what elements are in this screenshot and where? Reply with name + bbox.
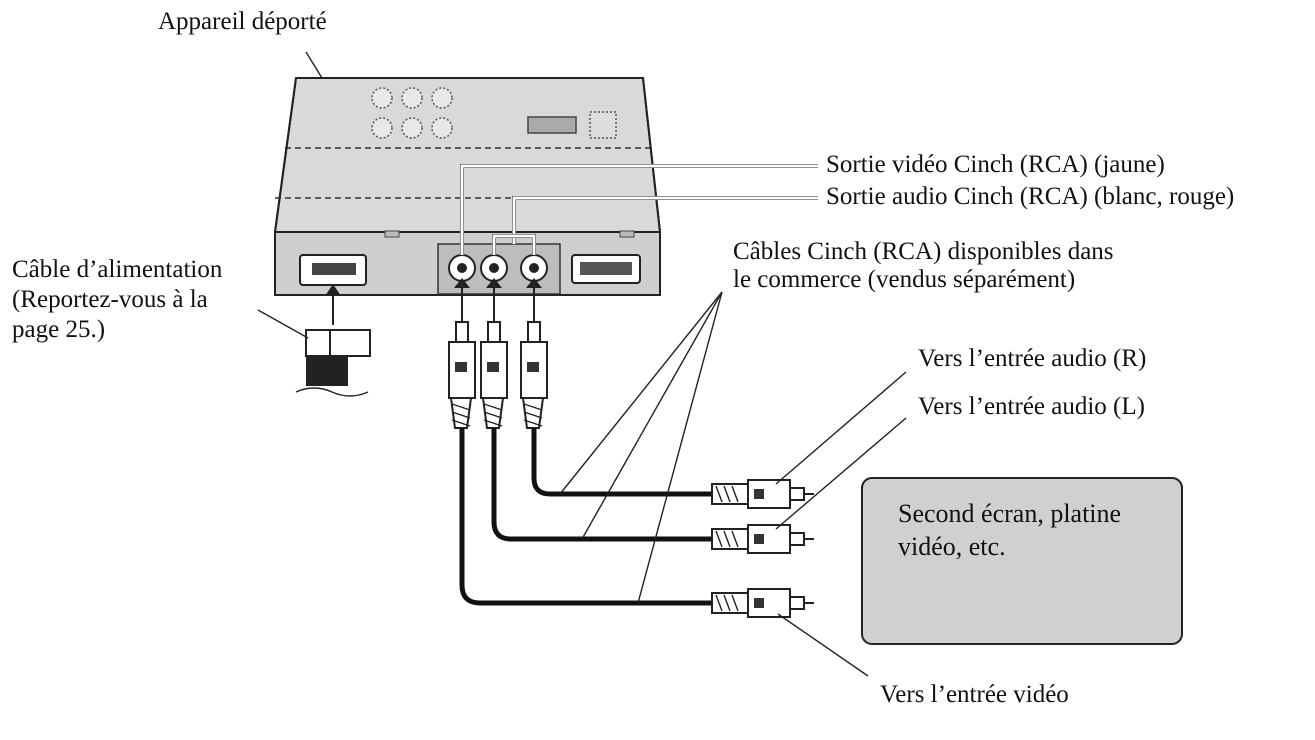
cable-audio-right xyxy=(531,428,712,497)
rca-plug-audio-right xyxy=(520,278,548,429)
label-power-cable-2: (Reportez-vous à la xyxy=(12,286,208,313)
plug-h-video xyxy=(711,588,814,618)
rca-jack-audio-right xyxy=(520,254,548,282)
plug-h-audio-left xyxy=(711,524,814,554)
remote-unit xyxy=(273,77,662,296)
horizontal-plugs xyxy=(711,479,814,618)
label-cinch-cables-2: le commerce (vendus séparément) xyxy=(733,266,1075,293)
rca-cables xyxy=(459,428,712,606)
rca-jack-video xyxy=(448,254,476,282)
label-video-out: Sortie vidéo Cinch (RCA) (jaune) xyxy=(826,151,1165,178)
rca-plug-audio-left xyxy=(480,278,508,429)
label-audio-in-l: Vers l’entrée audio (L) xyxy=(918,393,1145,420)
label-power-cable-3: page 25.) xyxy=(12,316,105,343)
label-audio-in-r: Vers l’entrée audio (R) xyxy=(918,345,1146,372)
rca-jack-audio-left xyxy=(480,254,508,282)
label-remote-unit: Appareil déporté xyxy=(158,8,327,35)
second-screen-box xyxy=(861,477,1183,645)
label-screen-2: vidéo, etc. xyxy=(898,532,1006,561)
label-cinch-cables-1: Câbles Cinch (RCA) disponibles dans xyxy=(733,238,1114,265)
top-square-port xyxy=(589,111,617,139)
cable-video xyxy=(459,428,712,606)
rca-plug-video xyxy=(448,278,476,429)
top-sockets xyxy=(371,87,453,139)
jack-leader-lines xyxy=(460,164,818,255)
label-power-cable-1: Câble d’alimentation xyxy=(12,256,223,283)
top-connector xyxy=(527,116,577,134)
plug-h-audio-right xyxy=(711,479,814,509)
rca-plugs xyxy=(448,278,548,429)
label-video-in: Vers l’entrée vidéo xyxy=(880,681,1069,708)
label-leaders xyxy=(305,51,907,677)
label-audio-out: Sortie audio Cinch (RCA) (blanc, rouge) xyxy=(826,183,1234,210)
label-screen-1: Second écran, platine xyxy=(898,499,1121,528)
cable-audio-left xyxy=(491,428,712,542)
power-cable xyxy=(257,284,371,397)
